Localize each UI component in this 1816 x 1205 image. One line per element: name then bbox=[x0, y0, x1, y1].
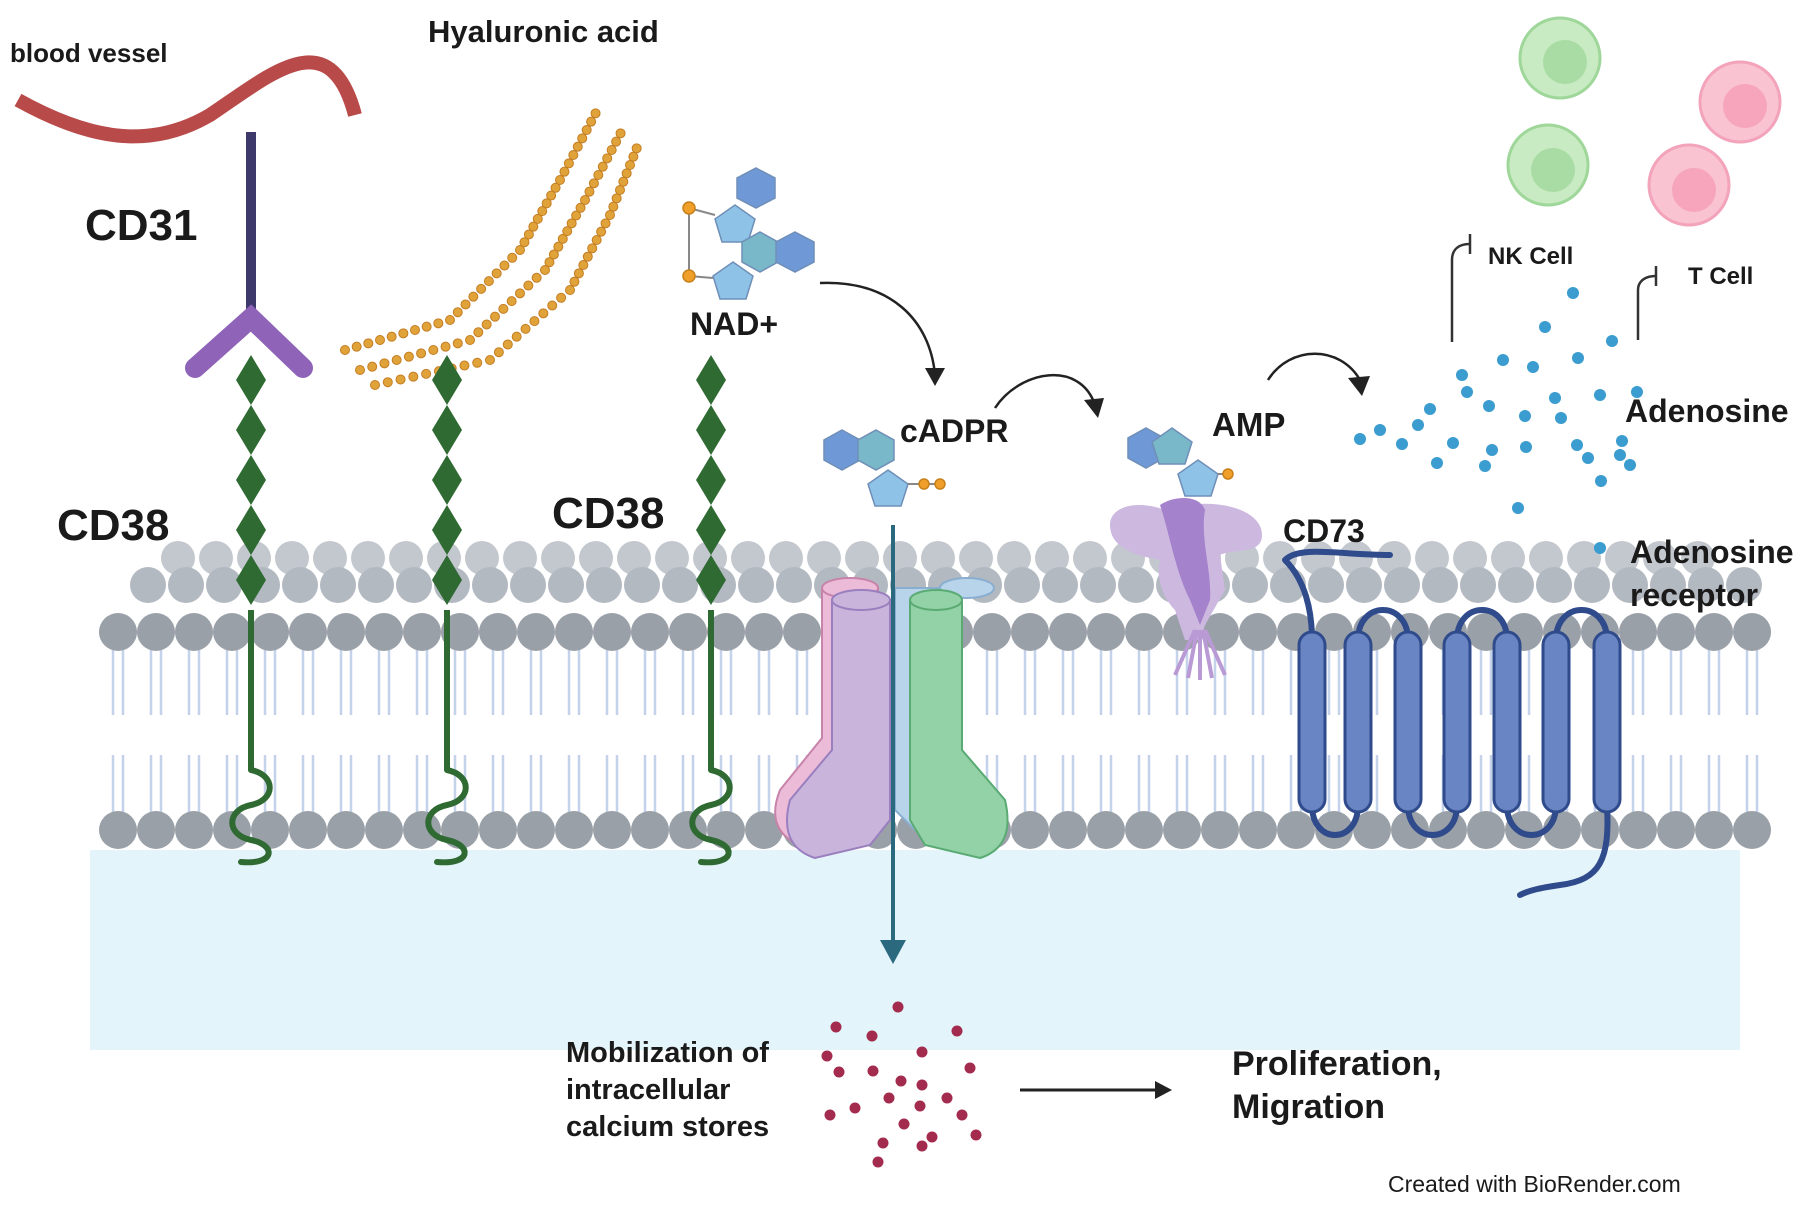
mobilization-label-line1: Mobilization of bbox=[566, 1037, 769, 1069]
adenosine-receptor-label-line2: receptor bbox=[1630, 577, 1758, 613]
blood-vessel-label: blood vessel bbox=[10, 38, 168, 68]
biorender-credit: Created with BioRender.com bbox=[1388, 1171, 1681, 1197]
cd38-label-left: CD38 bbox=[57, 501, 170, 550]
outcome-label-line1: Proliferation, bbox=[1232, 1045, 1442, 1083]
nk-cell-icon bbox=[1506, 16, 1602, 207]
amp-molecule-icon bbox=[1127, 427, 1234, 497]
reaction-arrows bbox=[819, 281, 1370, 418]
hyaluronic-acid-strands bbox=[340, 108, 642, 390]
t-cell-icon bbox=[1647, 60, 1782, 227]
cadpr-molecule-icon bbox=[823, 429, 946, 507]
inhibition-marks bbox=[1450, 234, 1658, 342]
outcome-label-line2: Migration bbox=[1232, 1088, 1385, 1126]
calcium-channel bbox=[774, 525, 1009, 964]
cd38-proteins bbox=[229, 355, 733, 866]
cd31-protein bbox=[185, 132, 313, 378]
outcome-arrow bbox=[1020, 1081, 1172, 1099]
t-cell-label: T Cell bbox=[1688, 263, 1753, 290]
nad-label: NAD+ bbox=[690, 306, 778, 342]
amp-label: AMP bbox=[1212, 406, 1285, 443]
cd73-enzyme bbox=[1110, 498, 1262, 680]
calcium-ions bbox=[821, 1001, 982, 1168]
adenosine-receptor bbox=[1282, 548, 1622, 898]
mobilization-label-line3: calcium stores bbox=[566, 1111, 769, 1143]
mobilization-label-line2: intracellular bbox=[566, 1074, 730, 1106]
nk-cell-label: NK Cell bbox=[1488, 243, 1573, 270]
adenosine-label: Adenosine bbox=[1625, 393, 1789, 429]
blood-vessel bbox=[14, 55, 362, 144]
cd73-label: CD73 bbox=[1283, 513, 1365, 549]
hyaluronic-acid-label: Hyaluronic acid bbox=[428, 14, 659, 49]
cytoplasm bbox=[90, 850, 1740, 1050]
adenosine-receptor-label-line1: Adenosine bbox=[1630, 534, 1794, 570]
adenosine-molecules bbox=[1354, 287, 1643, 554]
cd38-label-mid: CD38 bbox=[552, 489, 665, 538]
cd31-label: CD31 bbox=[85, 201, 198, 250]
cadpr-label: cADPR bbox=[900, 413, 1008, 449]
nad-molecule-icon bbox=[682, 167, 815, 300]
